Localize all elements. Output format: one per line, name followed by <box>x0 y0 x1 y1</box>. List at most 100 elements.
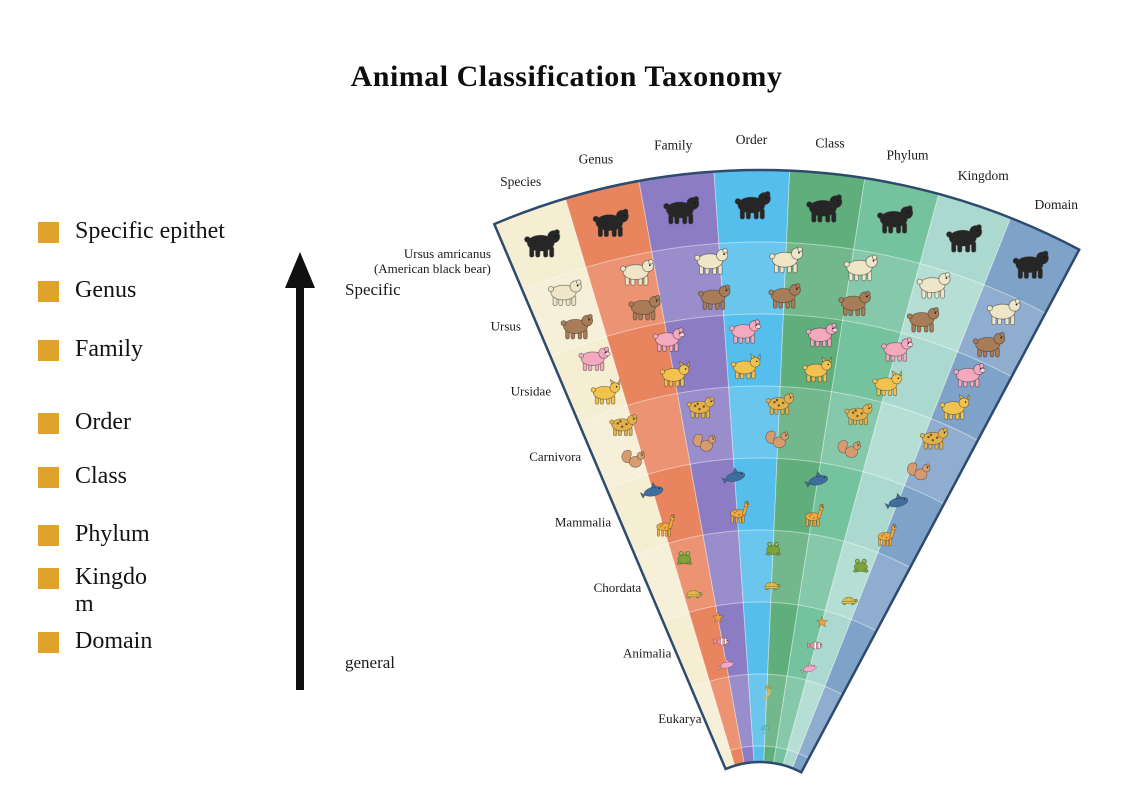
cat-icon <box>659 360 690 387</box>
ring-boundary <box>634 529 911 568</box>
legend-swatch <box>38 280 59 302</box>
legend-item: Order <box>38 409 308 436</box>
row-label-class: Mammalia <box>555 515 612 530</box>
legend-item: Family <box>38 336 308 363</box>
legend-label: Domain <box>75 628 153 654</box>
row-label-order: Carnivora <box>529 449 581 464</box>
column-label-class: Class <box>815 136 844 151</box>
row-label-species: Ursus amricanus(American black bear) <box>374 246 491 276</box>
polar-bear-icon <box>620 258 654 286</box>
brown-bear-icon <box>628 294 661 321</box>
legend-label: Specific epithet <box>75 218 225 244</box>
turtle-icon <box>685 590 703 599</box>
giraffe-icon <box>730 500 750 524</box>
column-label-species: Species <box>500 174 541 189</box>
black-bear-icon <box>663 195 700 225</box>
legend-label: Genus <box>75 276 137 303</box>
ring-boundary <box>662 601 877 632</box>
cheetah-icon <box>844 403 873 426</box>
legend-swatch <box>38 466 59 488</box>
arrow-label-general: general <box>345 653 396 672</box>
cheetah-icon <box>765 392 794 415</box>
jellyfish-icon <box>761 725 770 735</box>
ring-tint <box>635 530 911 631</box>
pig-icon <box>578 346 611 372</box>
ring-boundary <box>606 457 945 505</box>
cheetah-icon <box>609 414 638 437</box>
black-bear-icon <box>592 208 629 238</box>
pink-dolphin-icon <box>800 661 817 674</box>
squirrel-icon <box>621 449 645 468</box>
pig-icon <box>652 327 685 352</box>
row-label-domain: Eukarya <box>658 711 702 726</box>
squirrel-icon <box>906 462 931 481</box>
pig-icon <box>729 319 762 344</box>
column-label-kingdom: Kingdom <box>958 168 1010 183</box>
pig-icon <box>805 322 838 348</box>
legend-item: Kingdom <box>38 564 308 618</box>
giraffe-icon <box>805 503 825 527</box>
black-bear-icon <box>946 224 983 253</box>
arrow-label-specific: Specific <box>345 280 401 299</box>
legend-item: Domain <box>38 628 308 655</box>
cat-icon <box>730 352 761 380</box>
direction-arrow-head-icon <box>285 252 315 288</box>
ring-tint <box>522 241 1046 377</box>
legend-item: Class <box>38 463 308 490</box>
legend-item: Specific epithet <box>38 218 308 245</box>
legend-label: Class <box>75 462 128 489</box>
polar-bear-icon <box>843 254 878 282</box>
legend-swatch <box>38 525 59 547</box>
polar-bear-icon <box>547 279 582 307</box>
clownfish-icon <box>807 641 823 650</box>
squirrel-icon <box>837 440 861 458</box>
ring-tint <box>691 674 843 759</box>
black-bear-icon <box>1012 250 1049 279</box>
column-label-order: Order <box>736 132 768 147</box>
page-title: Animal Classification Taxonomy <box>350 60 783 93</box>
legend-swatch <box>38 339 59 361</box>
legend-label: Family <box>75 335 144 362</box>
pig-icon <box>881 337 914 362</box>
ring-boundary <box>719 745 810 759</box>
legend-item: Phylum <box>38 521 308 548</box>
column-label-genus: Genus <box>579 151 614 166</box>
frog-icon <box>853 558 869 573</box>
giraffe-icon <box>877 523 897 547</box>
brown-bear-icon <box>838 290 871 317</box>
ring-boundary <box>550 313 1012 378</box>
column-label-domain: Domain <box>1035 197 1079 212</box>
legend-label: Order <box>75 408 131 435</box>
ring-boundary <box>578 385 979 441</box>
brown-bear-icon <box>560 313 594 340</box>
seahorse-icon <box>764 685 772 700</box>
legend-swatch <box>38 412 59 434</box>
cat-icon <box>872 369 903 396</box>
fan-outline <box>492 168 1081 774</box>
turtle-icon <box>841 596 858 606</box>
legend-label: Phylum <box>75 521 150 548</box>
row-label-kingdom: Animalia <box>623 645 672 660</box>
cat-icon <box>590 378 621 405</box>
dolphin-icon <box>639 482 664 499</box>
clownfish-icon <box>713 637 729 646</box>
row-label-phylum: Chordata <box>594 580 642 595</box>
frog-icon <box>676 551 693 565</box>
row-label-family: Ursidae <box>511 384 552 399</box>
legend-swatch <box>38 568 59 590</box>
legend-item: Genus <box>38 277 308 304</box>
ring-boundary <box>522 241 1046 314</box>
pink-dolphin-icon <box>717 658 734 670</box>
cat-icon <box>939 393 970 420</box>
turtle-icon <box>764 581 781 591</box>
cheetah-icon <box>686 396 715 419</box>
dolphin-icon <box>884 492 909 510</box>
column-label-family: Family <box>654 137 693 152</box>
starfish-icon <box>711 611 725 624</box>
brown-bear-icon <box>972 331 1006 358</box>
dolphin-icon <box>721 467 746 484</box>
legend-swatch <box>38 632 59 653</box>
frog-icon <box>765 541 781 556</box>
